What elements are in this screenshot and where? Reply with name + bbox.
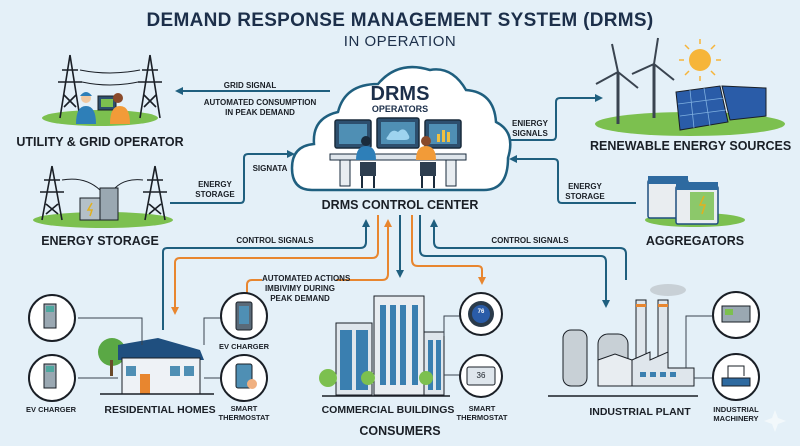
- aggregators-illustration: [645, 176, 745, 227]
- thermostat-round-badge: [459, 292, 503, 336]
- utility-label: UTILITY & GRID OPERATOR: [16, 135, 184, 149]
- arrow-to-industrial: [419, 215, 610, 308]
- smart-thermostat-home-badge: [220, 354, 268, 402]
- industrial-illustration: [548, 284, 712, 397]
- ev-charger-left-label: EV CHARGER: [25, 405, 76, 414]
- flow-label-energy-storage-right: ENERGY STORAGE: [565, 182, 605, 201]
- industrial-label: INDUSTRIAL PLANT: [589, 406, 691, 418]
- ev-charger-right-label: EV CHARGER: [218, 342, 269, 351]
- arrow-energy-storage-right: [509, 155, 636, 204]
- residential-label: RESIDENTIAL HOMES: [104, 404, 216, 416]
- thermostat-square-badge: [459, 354, 503, 398]
- diagram-title: DEMAND RESPONSE MANAGEMENT SYSTEM (DRMS): [146, 10, 654, 31]
- flow-label-energy-storage-left: ENERGY STORAGE: [195, 180, 235, 199]
- renewables-illustration: [595, 37, 785, 136]
- flow-label-automated-actions: AUTOMATED ACTIONS IMBIVIMY DURING PEAK D…: [262, 274, 351, 303]
- industrial-machinery-label: INDUSTRIAL MACHINERY: [713, 405, 759, 423]
- arrow-energy-signals: [505, 94, 603, 141]
- aggregators-label: AGGREGATORS: [645, 234, 745, 248]
- arrow-signata: [170, 150, 295, 204]
- residential-illustration: [78, 317, 222, 395]
- commercial-label: COMMERCIAL BUILDINGS: [321, 404, 455, 416]
- flow-label-control-signals-right: CONTROL SIGNALS: [491, 236, 569, 245]
- flow-label-signata: SIGNATA: [252, 164, 288, 173]
- sparkle-icon: [764, 410, 786, 432]
- ev-charger-left-bottom-badge: [28, 354, 76, 402]
- ev-charger-left-top-badge: [28, 294, 76, 342]
- control-center-label: DRMS CONTROL CENTER: [321, 198, 479, 212]
- arrow-control-signals-right: [430, 219, 627, 280]
- smart-thermostat-commercial-label: SMART THERMOSTAT: [456, 404, 508, 422]
- arrow-automated-home: [171, 215, 379, 315]
- drms-cloud: [290, 65, 512, 192]
- arrow-control-signals-left: [162, 219, 370, 330]
- industrial-machine-badge-bottom: [712, 353, 760, 401]
- thermostat-reading-square: 36: [476, 371, 486, 380]
- commercial-illustration: [319, 295, 460, 397]
- ev-charger-right-badge: [220, 292, 268, 340]
- smart-thermostat-home-label: SMART THERMOSTAT: [218, 404, 270, 422]
- flow-label-automated-consumption: AUTOMATED CONSUMPTION IN PEAK DEMAND: [203, 98, 317, 117]
- flow-label-control-signals-left: CONTROL SIGNALS: [236, 236, 314, 245]
- consumers-label: CONSUMERS: [359, 424, 441, 438]
- utility-illustration: [42, 54, 162, 126]
- industrial-machine-badge-top: [712, 291, 760, 339]
- thermostat-reading-round: 76: [477, 309, 485, 315]
- diagram-subtitle: IN OPERATION: [343, 33, 457, 50]
- cloud-subtitle: OPERATORS: [371, 104, 429, 114]
- arrow-to-thermostat: [411, 215, 486, 285]
- storage-label: ENERGY STORAGE: [41, 234, 159, 248]
- renewables-label: RENEWABLE ENERGY SOURCES: [590, 139, 792, 153]
- storage-illustration: [33, 165, 173, 228]
- flow-label-grid-signal: GRID SIGNAL: [223, 81, 277, 90]
- flow-label-energy-signals: ENIERGY SIGNALS: [511, 119, 548, 138]
- arrow-automated-actions: [246, 219, 392, 300]
- cloud-title: DRMS: [370, 83, 430, 105]
